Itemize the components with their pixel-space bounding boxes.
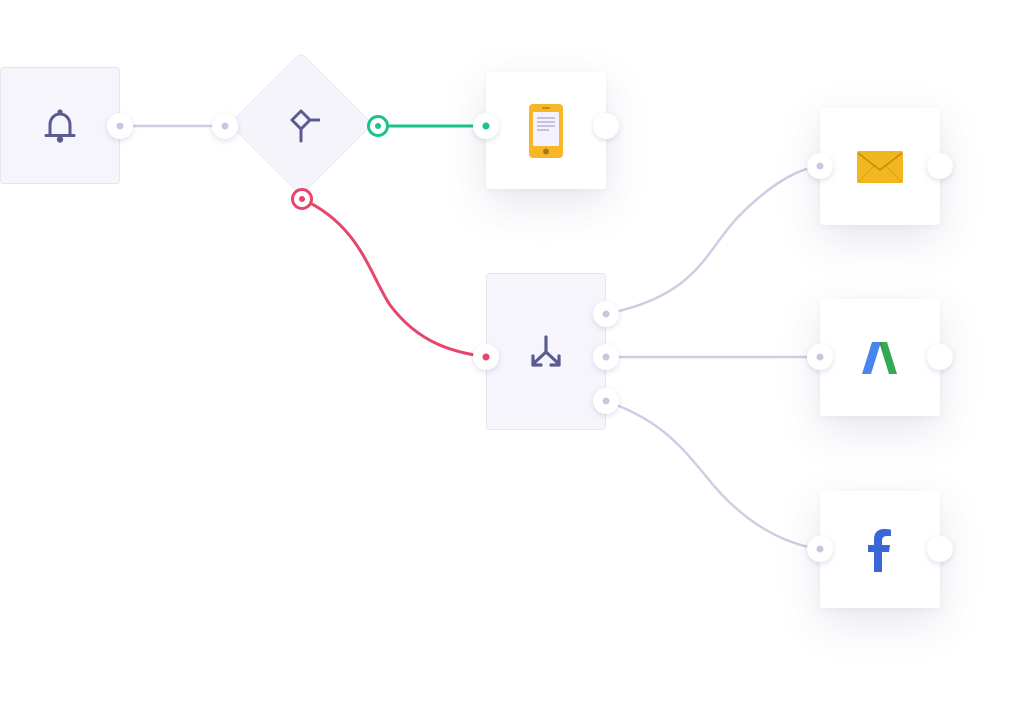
sms-node[interactable] — [486, 72, 606, 189]
condition-yes-port[interactable] — [367, 115, 389, 137]
splitter-output-port-2[interactable] — [593, 344, 619, 370]
splitter-output-port-3[interactable] — [593, 388, 619, 414]
google-ads-input-port[interactable] — [807, 344, 833, 370]
facebook-output-port[interactable] — [927, 536, 953, 562]
split-icon — [531, 334, 561, 367]
sms-input-marker — [482, 122, 490, 130]
condition-icon — [290, 109, 320, 143]
bell-icon — [44, 108, 76, 143]
google-ads-icon — [862, 341, 897, 374]
splitter-node[interactable] — [486, 273, 606, 430]
google-ads-output-port[interactable] — [927, 344, 953, 370]
trigger-output-port[interactable] — [107, 113, 133, 139]
condition-no-port[interactable] — [291, 188, 313, 210]
mobile-phone-icon — [529, 103, 563, 158]
facebook-icon — [868, 528, 891, 572]
sms-output-port[interactable] — [593, 113, 619, 139]
edge-splitter-to-facebook — [605, 399, 820, 551]
splitter-input-marker — [482, 353, 490, 361]
google-ads-node[interactable] — [820, 299, 940, 416]
condition-input-port[interactable] — [212, 113, 238, 139]
facebook-node[interactable] — [820, 491, 940, 608]
envelope-icon — [857, 150, 903, 183]
edge-condition-no-to-splitter — [301, 197, 487, 359]
email-input-port[interactable] — [807, 153, 833, 179]
facebook-input-port[interactable] — [807, 536, 833, 562]
email-output-port[interactable] — [927, 153, 953, 179]
splitter-output-port-1[interactable] — [593, 301, 619, 327]
trigger-node[interactable] — [0, 67, 120, 184]
edge-splitter-to-email — [605, 164, 820, 316]
condition-node[interactable] — [228, 51, 374, 197]
email-node[interactable] — [820, 108, 940, 225]
